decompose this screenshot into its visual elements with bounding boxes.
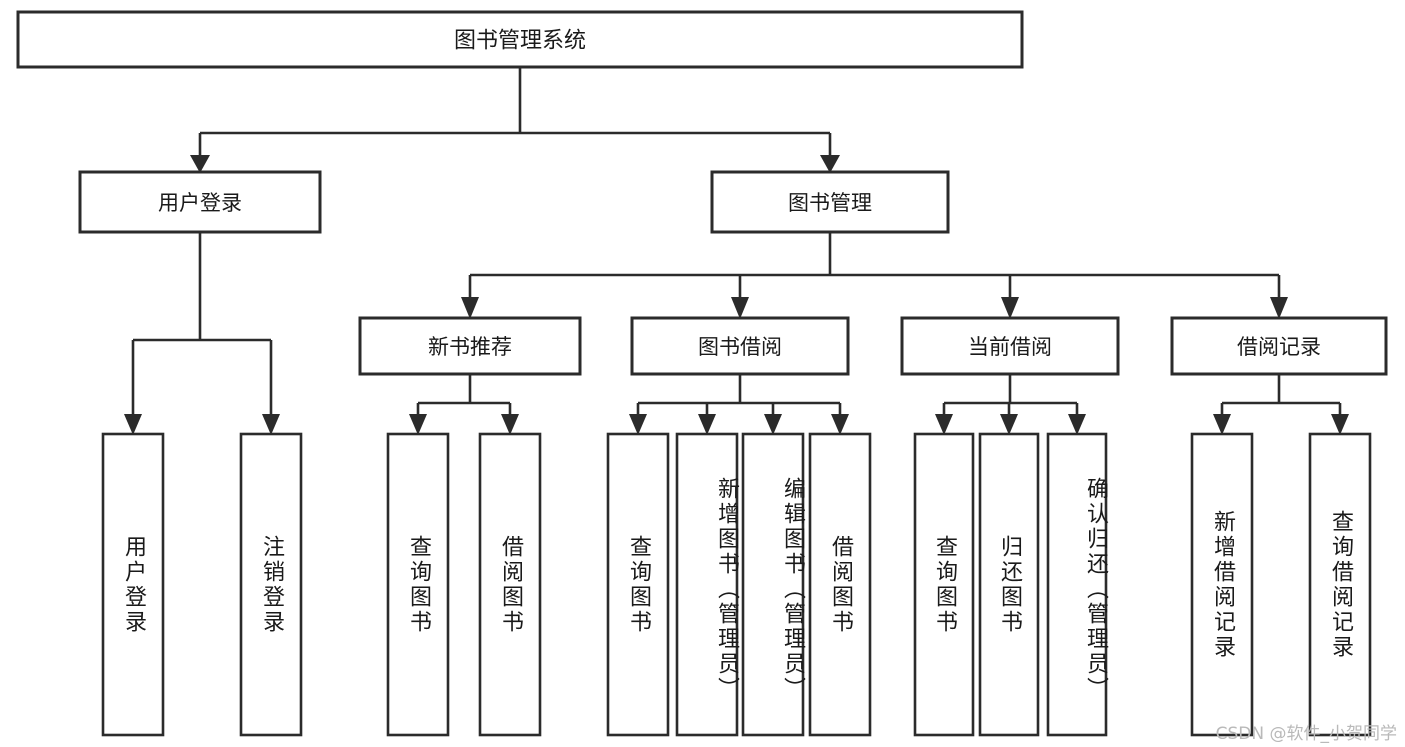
arrow-icon bbox=[501, 414, 519, 435]
node-book-management-label: 图书管理 bbox=[788, 191, 872, 215]
arrow-icon bbox=[1000, 414, 1018, 435]
watermark-text: CSDN @软件_小贺同学 bbox=[1215, 724, 1397, 744]
edge-root-to-level2 bbox=[190, 67, 840, 173]
leaf-box[interactable] bbox=[675, 432, 739, 737]
leaf-box[interactable] bbox=[606, 432, 670, 737]
node-user-login-label: 用户登录 bbox=[158, 191, 242, 215]
arrow-icon bbox=[935, 414, 953, 435]
node-borrow-record-label: 借阅记录 bbox=[1237, 335, 1321, 359]
leaf-box[interactable] bbox=[1308, 432, 1372, 737]
leaf-box[interactable] bbox=[386, 432, 450, 737]
connector-layer bbox=[124, 67, 1349, 435]
edge-userlogin-to-leaves bbox=[124, 232, 280, 435]
leaf-box[interactable] bbox=[913, 432, 975, 737]
node-user-login-box[interactable] bbox=[78, 170, 322, 234]
edge-current-to-leaves bbox=[935, 374, 1086, 435]
arrow-icon bbox=[698, 414, 716, 435]
arrow-icon bbox=[629, 414, 647, 435]
edge-newbook-to-leaves bbox=[409, 374, 519, 435]
leaf-box[interactable] bbox=[808, 432, 872, 737]
node-borrow-record[interactable]: 借阅记录 bbox=[1170, 316, 1388, 376]
node-current-borrow-box[interactable] bbox=[900, 316, 1120, 376]
edge-bookmgmt-to-level3 bbox=[461, 232, 1288, 319]
leaf-box[interactable] bbox=[101, 432, 165, 737]
leaf-box[interactable] bbox=[478, 432, 542, 737]
edge-record-to-leaves bbox=[1213, 374, 1349, 435]
node-new-book-recommend[interactable]: 新书推荐 bbox=[358, 316, 582, 376]
node-root-box[interactable] bbox=[16, 10, 1024, 69]
leaf-box[interactable] bbox=[978, 432, 1040, 737]
node-book-borrow-box[interactable] bbox=[630, 316, 850, 376]
arrow-icon bbox=[1331, 414, 1349, 435]
node-current-borrow[interactable]: 当前借阅 bbox=[900, 316, 1120, 376]
edge-borrow-to-leaves bbox=[629, 374, 849, 435]
leaf-box[interactable] bbox=[239, 432, 303, 737]
leaf-box[interactable] bbox=[1046, 432, 1108, 737]
node-root-label: 图书管理系统 bbox=[454, 29, 586, 54]
node-user-login[interactable]: 用户登录 bbox=[78, 170, 322, 234]
arrow-icon bbox=[731, 297, 749, 319]
arrow-icon bbox=[409, 414, 427, 435]
leaf-box-layer bbox=[101, 432, 1372, 737]
arrow-icon bbox=[820, 155, 840, 173]
node-new-book-recommend-label: 新书推荐 bbox=[428, 335, 512, 359]
arrow-icon bbox=[262, 414, 280, 435]
node-book-management[interactable]: 图书管理 bbox=[710, 170, 950, 234]
leaf-box[interactable] bbox=[1190, 432, 1254, 737]
arrow-icon bbox=[1213, 414, 1231, 435]
arrow-icon bbox=[190, 155, 210, 173]
node-book-borrow[interactable]: 图书借阅 bbox=[630, 316, 850, 376]
arrow-icon bbox=[831, 414, 849, 435]
node-new-book-recommend-box[interactable] bbox=[358, 316, 582, 376]
arrow-icon bbox=[124, 414, 142, 435]
arrow-icon bbox=[764, 414, 782, 435]
arrow-icon bbox=[1001, 297, 1019, 319]
node-current-borrow-label: 当前借阅 bbox=[968, 335, 1052, 359]
arrow-icon bbox=[1068, 414, 1086, 435]
node-book-borrow-label: 图书借阅 bbox=[698, 335, 782, 359]
leaf-box[interactable] bbox=[741, 432, 805, 737]
arrow-icon bbox=[461, 297, 479, 319]
node-root[interactable]: 图书管理系统 bbox=[16, 10, 1024, 69]
arrow-icon bbox=[1270, 297, 1288, 319]
node-book-management-box[interactable] bbox=[710, 170, 950, 234]
node-borrow-record-box[interactable] bbox=[1170, 316, 1388, 376]
